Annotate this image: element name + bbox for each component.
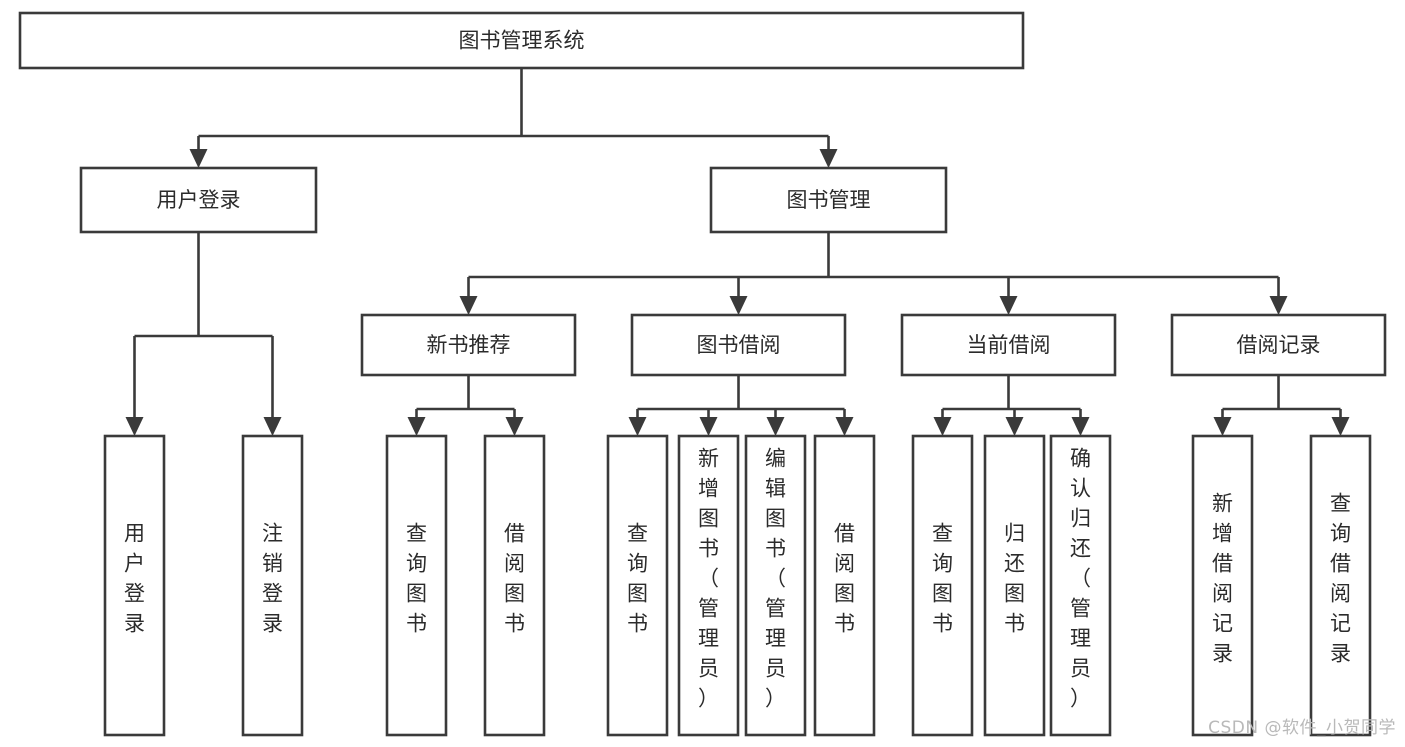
node-label: 用户登录	[124, 522, 145, 636]
node-box	[103, 434, 166, 737]
node-leaf-query-book-2[interactable]: 查询图书	[606, 434, 669, 737]
node-box	[709, 166, 948, 234]
arrow-head-icon	[933, 417, 952, 436]
node-new-book-recommend[interactable]: 新书推荐	[360, 313, 577, 377]
node-label: 新增借阅记录	[1212, 492, 1233, 666]
arrow-head-icon	[699, 417, 718, 436]
node-leaf-return-book[interactable]: 归还图书	[983, 434, 1046, 737]
node-box	[360, 313, 577, 377]
node-borrow-record[interactable]: 借阅记录	[1170, 313, 1387, 377]
node-box	[630, 313, 847, 377]
node-label: 查询图书	[932, 522, 953, 636]
node-label: 当前借阅	[967, 333, 1051, 357]
node-label: 图书借阅	[697, 333, 781, 357]
node-leaf-edit-book-admin[interactable]: 编辑图书（管理员）	[744, 434, 807, 737]
node-label: 编辑图书（管理员）	[765, 447, 786, 711]
csdn-watermark: CSDN @软件_小贺同学	[1208, 718, 1396, 738]
node-label: 图书管理	[787, 188, 871, 212]
node-leaf-borrow-book-2[interactable]: 借阅图书	[813, 434, 876, 737]
arrow-head-icon	[407, 417, 426, 436]
node-label: 查询借阅记录	[1330, 492, 1351, 666]
node-label: 图书管理系统	[459, 29, 585, 53]
node-book-borrow[interactable]: 图书借阅	[630, 313, 847, 377]
node-user-login[interactable]: 用户登录	[79, 166, 318, 234]
node-leaf-borrow-book-1[interactable]: 借阅图书	[483, 434, 546, 737]
node-label: 借阅记录	[1237, 333, 1321, 357]
node-box	[1049, 434, 1112, 737]
arrow-head-icon	[1269, 296, 1288, 315]
node-leaf-query-book-3[interactable]: 查询图书	[911, 434, 974, 737]
arrow-head-icon	[999, 296, 1018, 315]
arrow-head-icon	[263, 417, 282, 436]
arrow-head-icon	[766, 417, 785, 436]
node-label: 借阅图书	[504, 522, 525, 636]
node-leaf-add-borrow-record[interactable]: 新增借阅记录	[1191, 434, 1254, 737]
node-label: 确认归还（管理员）	[1070, 447, 1091, 711]
nodes-layer: 图书管理系统用户登录图书管理新书推荐图书借阅当前借阅借阅记录用户登录注销登录查询…	[18, 11, 1387, 737]
node-box	[1191, 434, 1254, 737]
node-box	[983, 434, 1046, 737]
node-label: 查询图书	[627, 522, 648, 636]
node-current-borrow[interactable]: 当前借阅	[900, 313, 1117, 377]
node-box	[1170, 313, 1387, 377]
node-box	[677, 434, 740, 737]
node-box	[744, 434, 807, 737]
node-box	[241, 434, 304, 737]
node-label: 注销登录	[262, 522, 283, 636]
arrow-head-icon	[1005, 417, 1024, 436]
arrow-head-icon	[819, 149, 838, 168]
arrow-head-icon	[1213, 417, 1232, 436]
node-leaf-user-login[interactable]: 用户登录	[103, 434, 166, 737]
node-box	[385, 434, 448, 737]
node-label: 新书推荐	[427, 333, 511, 357]
node-leaf-query-borrow-record[interactable]: 查询借阅记录	[1309, 434, 1372, 737]
node-label: 查询图书	[406, 522, 427, 636]
node-box	[900, 313, 1117, 377]
arrow-head-icon	[628, 417, 647, 436]
node-box	[18, 11, 1025, 70]
arrow-head-icon	[1331, 417, 1350, 436]
arrow-head-icon	[729, 296, 748, 315]
node-box	[79, 166, 318, 234]
arrow-head-icon	[125, 417, 144, 436]
arrow-head-icon	[835, 417, 854, 436]
node-leaf-confirm-return-admin[interactable]: 确认归还（管理员）	[1049, 434, 1112, 737]
arrow-head-icon	[189, 149, 208, 168]
node-book-management[interactable]: 图书管理	[709, 166, 948, 234]
node-box	[483, 434, 546, 737]
node-box	[606, 434, 669, 737]
node-box	[813, 434, 876, 737]
node-label: 借阅图书	[834, 522, 855, 636]
connectors-layer	[125, 68, 1350, 436]
node-box	[911, 434, 974, 737]
node-leaf-query-book-1[interactable]: 查询图书	[385, 434, 448, 737]
node-leaf-add-book-admin[interactable]: 新增图书（管理员）	[677, 434, 740, 737]
arrow-head-icon	[1071, 417, 1090, 436]
node-leaf-logout-login[interactable]: 注销登录	[241, 434, 304, 737]
node-label: 用户登录	[157, 188, 241, 212]
node-label: 新增图书（管理员）	[698, 447, 719, 711]
arrow-head-icon	[505, 417, 524, 436]
node-box	[1309, 434, 1372, 737]
node-system-title[interactable]: 图书管理系统	[18, 11, 1025, 70]
node-label: 归还图书	[1004, 522, 1025, 636]
arrow-head-icon	[459, 296, 478, 315]
